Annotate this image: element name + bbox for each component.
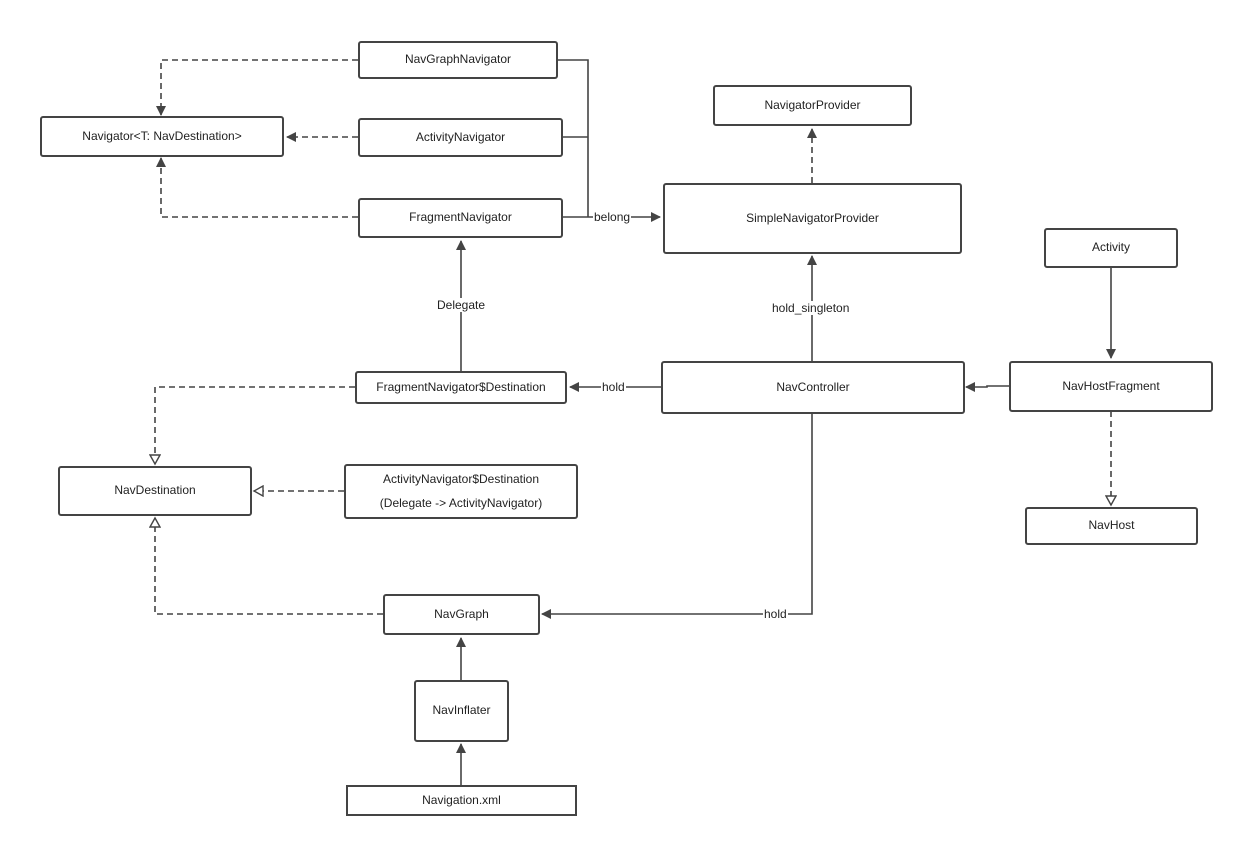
node-activity[interactable]: Activity	[1044, 228, 1178, 268]
node-simple-navigator-provider[interactable]: SimpleNavigatorProvider	[663, 183, 962, 254]
node-label: NavigatorProvider	[764, 97, 861, 112]
node-label: NavHost	[1088, 518, 1135, 533]
node-label: NavInflater	[432, 703, 491, 718]
node-activity-navigator[interactable]: ActivityNavigator	[358, 118, 563, 157]
node-nav-inflater[interactable]: NavInflater	[414, 680, 509, 742]
node-label: Navigator<T: NavDestination>	[82, 128, 242, 143]
node-nav-host-fragment[interactable]: NavHostFragment	[1009, 361, 1213, 412]
edge-navhostfragment-navcontroller	[965, 382, 1009, 392]
node-label: FragmentNavigator	[409, 210, 512, 225]
edge-fragmentdestination-navdestination	[155, 386, 355, 464]
node-label-line1: ActivityNavigator$Destination	[382, 471, 540, 486]
node-label: NavController	[776, 379, 850, 394]
node-label: NavDestination	[114, 483, 196, 498]
edge-label-belong: belong	[593, 210, 632, 224]
node-nav-controller[interactable]: NavController	[661, 361, 965, 414]
node-navigation-xml[interactable]: Navigation.xml	[346, 785, 577, 816]
node-navigator[interactable]: Navigator<T: NavDestination>	[40, 116, 284, 157]
node-label-line2: (Delegate -> ActivityNavigator)	[379, 496, 543, 510]
edge-fragmentnavigator-navigator	[156, 157, 358, 218]
edge-label-hold-graph: hold	[763, 607, 788, 621]
edge-navcontroller-navgraph	[541, 414, 813, 619]
node-activity-navigator-destination[interactable]: ActivityNavigator$Destination (Delegate …	[344, 464, 578, 519]
node-nav-host[interactable]: NavHost	[1025, 507, 1198, 545]
node-fragment-navigator-destination[interactable]: FragmentNavigator$Destination	[355, 371, 567, 404]
node-fragment-navigator[interactable]: FragmentNavigator	[358, 198, 563, 238]
edge-label-hold-singleton: hold_singleton	[771, 301, 851, 315]
node-label: NavHostFragment	[1062, 378, 1160, 393]
edge-label-delegate: Delegate	[436, 298, 487, 312]
edge-navgraph-navdestination	[155, 518, 383, 615]
node-nav-graph[interactable]: NavGraph	[383, 594, 540, 635]
node-label: Navigation.xml	[422, 792, 501, 807]
node-navigator-provider[interactable]: NavigatorProvider	[713, 85, 912, 126]
edge-navgraphnavigator-navigator	[156, 59, 358, 116]
edge-label-hold-destination: hold	[601, 380, 626, 394]
node-label: FragmentNavigator$Destination	[376, 379, 546, 394]
edge-navgraphnavigator-belong	[558, 59, 589, 217]
node-label: NavGraph	[434, 606, 489, 621]
node-label: ActivityNavigator	[415, 129, 506, 144]
node-nav-destination[interactable]: NavDestination	[58, 466, 252, 516]
node-navgraph-navigator[interactable]: NavGraphNavigator	[358, 41, 558, 79]
node-label: Activity	[1091, 240, 1130, 255]
node-label: NavGraphNavigator	[404, 52, 512, 67]
node-label: SimpleNavigatorProvider	[746, 210, 879, 225]
